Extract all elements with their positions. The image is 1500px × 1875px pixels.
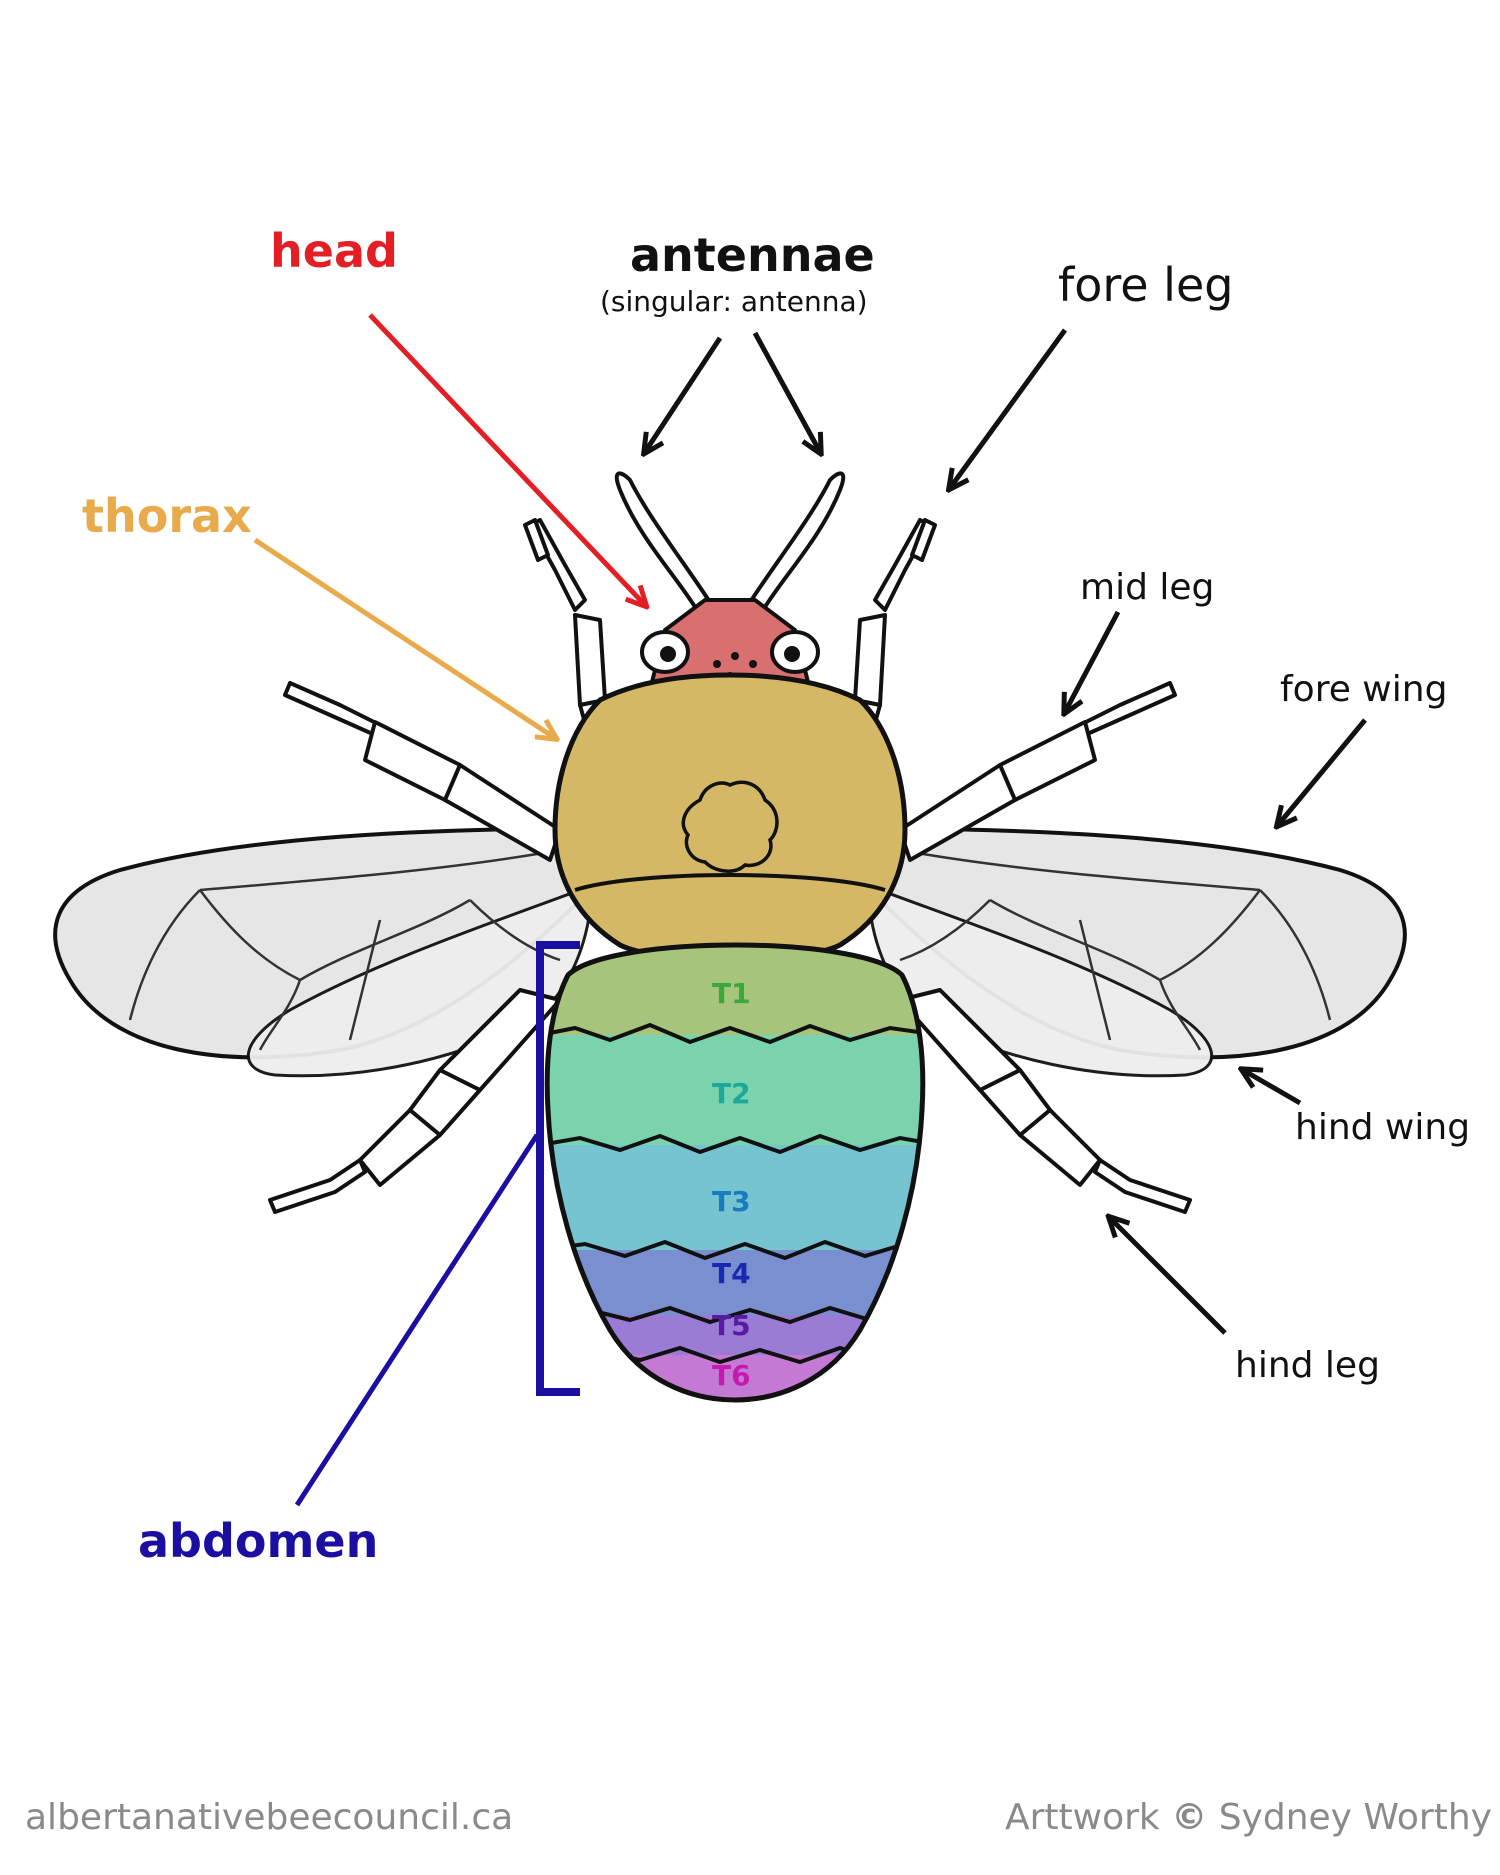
segment-band-t3 — [547, 1145, 923, 1250]
leader-lines — [253, 313, 1367, 1507]
antenna-left-arrow — [645, 336, 723, 452]
label-head: head — [270, 224, 398, 278]
segment-label-t3: T3 — [712, 1185, 751, 1218]
label-thorax: thorax — [82, 489, 252, 543]
thorax-arrow — [253, 537, 555, 738]
label-antennae: antennae — [630, 228, 875, 282]
segment-label-t6: T6 — [712, 1359, 751, 1392]
label-abdomen: abdomen — [138, 1514, 379, 1568]
label-mid-leg: mid leg — [1080, 567, 1215, 608]
label-hind-wing: hind wing — [1295, 1107, 1471, 1148]
fore-wing-arrow — [1278, 718, 1367, 825]
footer-website: albertanativebeecouncil.ca — [25, 1797, 514, 1838]
copyright-icon: © — [1171, 1797, 1208, 1838]
abdomen-bracket — [536, 941, 580, 1396]
thorax — [552, 672, 908, 963]
antenna-right-arrow — [752, 331, 820, 452]
credit-name: Sydney Worthy — [1218, 1797, 1492, 1838]
abdomen-line — [294, 1133, 540, 1507]
head — [640, 598, 820, 692]
label-fore-wing: fore wing — [1280, 669, 1448, 710]
fore-leg-arrow — [950, 328, 1068, 488]
segment-band-t2 — [547, 1035, 923, 1145]
abdomen — [544, 942, 926, 1403]
label-antennae-note: (singular: antenna) — [600, 285, 868, 318]
segment-label-t4: T4 — [712, 1257, 751, 1290]
hind-leg-arrow — [1110, 1218, 1227, 1335]
label-hind-leg: hind leg — [1235, 1345, 1380, 1386]
segment-label-t1: T1 — [712, 977, 751, 1010]
segment-band-t4 — [547, 1250, 923, 1315]
credit-prefix: Arttwork — [1005, 1797, 1160, 1838]
segment-label-t2: T2 — [712, 1077, 751, 1110]
segment-label-t5: T5 — [712, 1309, 751, 1342]
footer-credit: Arttwork © Sydney Worthy — [1005, 1800, 1492, 1836]
segment-band-t1 — [547, 945, 923, 1035]
mid-leg-arrow — [1065, 610, 1121, 712]
hind-wing-arrow — [1243, 1070, 1302, 1106]
head-arrow — [368, 313, 645, 605]
label-fore-leg: fore leg — [1058, 258, 1234, 312]
antennae — [614, 471, 846, 616]
